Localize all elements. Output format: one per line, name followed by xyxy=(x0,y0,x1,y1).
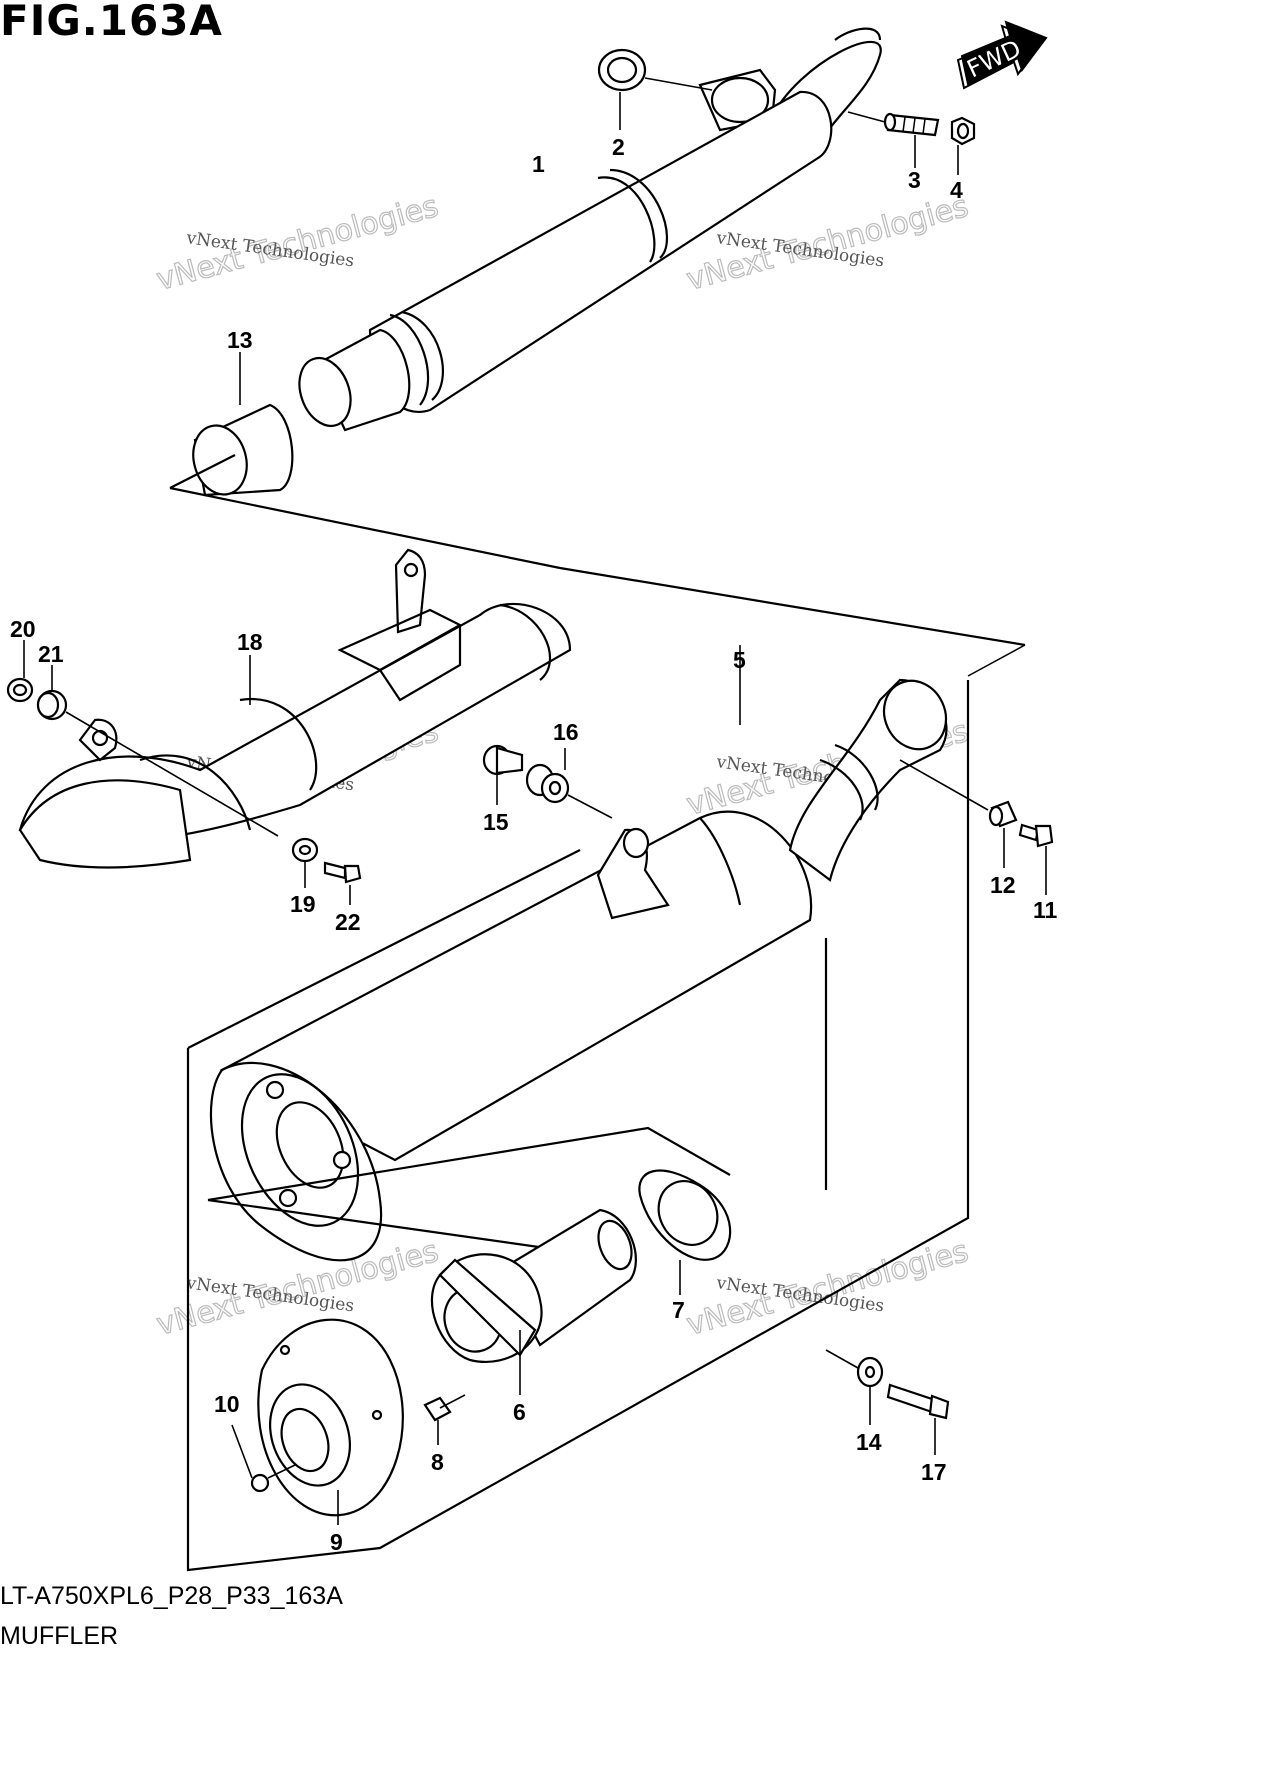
callout-12: 12 xyxy=(990,872,1016,898)
callout-21: 21 xyxy=(38,641,64,667)
callout-4: 4 xyxy=(950,177,963,203)
collar-part-15 xyxy=(482,744,524,805)
end-cap-part-9 xyxy=(257,1318,404,1525)
callout-9: 9 xyxy=(330,1529,343,1555)
washer-part-20 xyxy=(6,640,34,703)
callout-17: 17 xyxy=(921,1459,947,1485)
heat-shield-part-18 xyxy=(18,548,572,869)
callout-13: 13 xyxy=(227,327,253,353)
stud-bolt-part-3 xyxy=(847,111,940,168)
exhaust-pipe-part-1 xyxy=(298,27,882,432)
bolt-part-8 xyxy=(423,1394,466,1445)
fwd-arrow-icon: FWD xyxy=(956,20,1048,90)
callout-6: 6 xyxy=(513,1399,526,1425)
bolt-part-17 xyxy=(886,1383,950,1455)
callout-15: 15 xyxy=(483,809,509,835)
callout-5: 5 xyxy=(733,647,746,673)
figure-title: FIG.163A xyxy=(0,0,223,45)
callout-10: 10 xyxy=(214,1391,240,1417)
callout-19: 19 xyxy=(290,891,316,917)
callout-18: 18 xyxy=(237,629,263,655)
muffler-part-5 xyxy=(209,645,948,1262)
callout-2: 2 xyxy=(612,134,625,160)
pipe-sleeve-part-13 xyxy=(192,352,294,497)
grommet-part-21 xyxy=(36,665,279,837)
washer-part-14 xyxy=(825,1349,884,1425)
bolt-part-22 xyxy=(323,861,362,905)
collar-part-12 xyxy=(899,759,1018,868)
nut-part-4 xyxy=(950,116,976,175)
callout-14: 14 xyxy=(856,1429,882,1455)
callout-22: 22 xyxy=(335,909,361,935)
cushion-part-16 xyxy=(525,748,613,819)
screw-part-10 xyxy=(231,1424,296,1493)
callout-labels: 1 2 3 4 5 6 7 8 9 10 11 12 13 14 15 16 1… xyxy=(10,134,1058,1555)
gasket-part-7 xyxy=(638,1169,732,1295)
callout-3: 3 xyxy=(908,167,921,193)
figure-code: LT-A750XPL6_P28_P33_163A xyxy=(0,1582,343,1610)
callout-1: 1 xyxy=(532,151,545,177)
callout-8: 8 xyxy=(431,1449,444,1475)
callout-20: 20 xyxy=(10,616,36,642)
gasket-part-2 xyxy=(597,48,713,130)
bolt-part-11 xyxy=(1018,823,1054,895)
callout-16: 16 xyxy=(553,719,579,745)
callout-7: 7 xyxy=(672,1297,685,1323)
callout-11: 11 xyxy=(1033,897,1058,923)
washer-part-19 xyxy=(291,837,319,888)
figure-name: MUFFLER xyxy=(0,1622,119,1650)
spark-arrester-part-6 xyxy=(430,1208,637,1395)
